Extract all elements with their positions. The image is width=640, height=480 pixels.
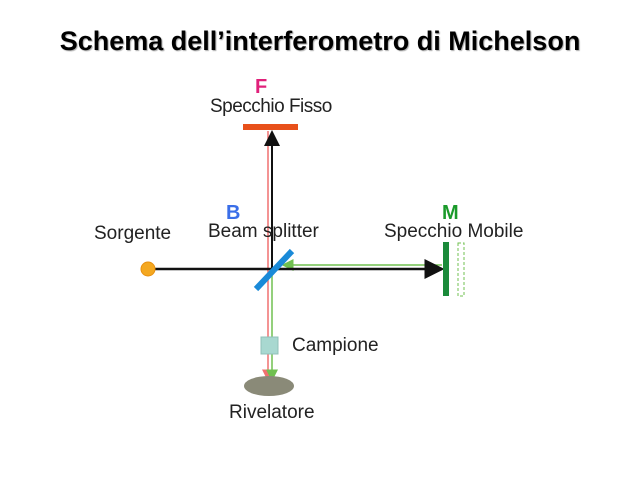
beam-splitter	[253, 248, 295, 292]
mobile-mirror-shifted	[457, 242, 465, 297]
mobile-mirror-label: Specchio Mobile	[384, 221, 524, 242]
mobile-letter: M	[442, 202, 459, 224]
page-title: Schema dell’interferometro di Michelson	[59, 26, 581, 56]
mobile-mirror	[443, 242, 449, 296]
beam-splitter-label: Beam splitter	[208, 221, 319, 242]
fixed-letter: F	[255, 76, 268, 98]
fixed-mirror-label: Specchio Fisso	[210, 96, 332, 117]
beam-letter: B	[226, 202, 241, 224]
detector-label: Rivelatore	[229, 402, 315, 423]
source-lamp	[140, 261, 156, 277]
detector	[244, 376, 294, 396]
sample-cell	[260, 336, 279, 355]
sample-label: Campione	[292, 335, 379, 356]
source-label: Sorgente	[94, 223, 172, 244]
